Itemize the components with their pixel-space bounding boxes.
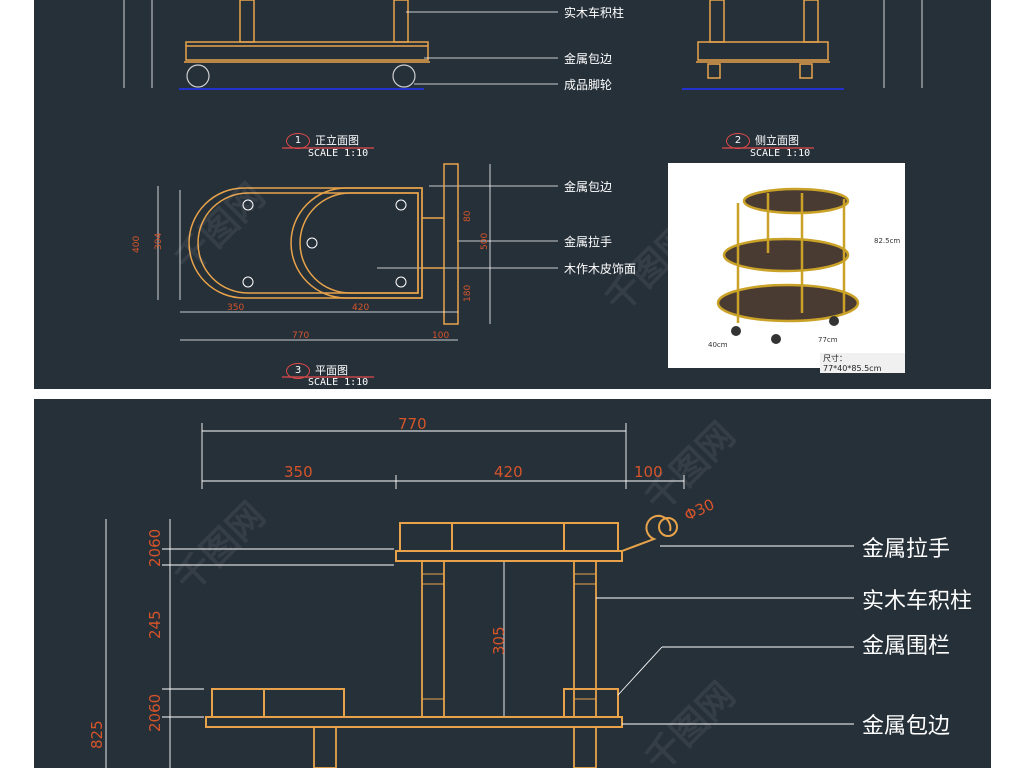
dim-seg-420: 420 bbox=[494, 463, 523, 481]
dim-plan-420: 420 bbox=[352, 303, 370, 313]
dim-plan-500: 500 bbox=[480, 232, 490, 250]
top-drawing-panel: 实木车积柱 金属包边 成品脚轮 金属包边 金属拉手 木作木皮饰面 1 正立面图 … bbox=[34, 0, 991, 389]
callout-wood-veneer: 木作木皮饰面 bbox=[564, 262, 637, 276]
product-photo-illustration bbox=[716, 187, 860, 344]
photo-size-caption: 尺寸：77*40*85.5cm bbox=[820, 353, 905, 373]
dim-total-770: 770 bbox=[398, 415, 427, 433]
dim-post-305: 305 bbox=[490, 626, 508, 655]
product-photo: 82.5cm 77cm 40cm 尺寸：77*40*85.5cm bbox=[668, 163, 905, 373]
dim-height-2060-top: 2060 bbox=[146, 528, 164, 567]
handle-knob bbox=[658, 517, 678, 537]
view-scale-plan: SCALE 1:10 bbox=[308, 377, 369, 388]
view-title-side: 侧立面图 bbox=[755, 134, 799, 147]
dim-plan-80: 80 bbox=[463, 210, 473, 222]
dim-plan-350: 350 bbox=[227, 303, 245, 313]
view-title-plan: 平面图 bbox=[315, 364, 348, 377]
dim-height-245: 245 bbox=[146, 610, 164, 639]
view-title-front: 正立面图 bbox=[315, 134, 359, 147]
view-number-front: 1 bbox=[286, 133, 310, 149]
callout-metal-railing: 金属围栏 bbox=[862, 634, 951, 659]
dim-plan-400: 400 bbox=[132, 235, 142, 253]
callout-wood-post: 实木车积柱 bbox=[862, 589, 973, 614]
side-elevation-drawing bbox=[696, 0, 830, 79]
view-number-side: 2 bbox=[726, 133, 750, 149]
dim-seg-350: 350 bbox=[284, 463, 313, 481]
dim-seg-100: 100 bbox=[634, 463, 663, 481]
view-scale-side: SCALE 1:10 bbox=[750, 148, 811, 159]
callout-metal-handle: 金属拉手 bbox=[862, 537, 951, 562]
bottom-drawing-panel: 770 350 420 100 Φ30 2060 245 2060 305 82… bbox=[34, 399, 991, 768]
dim-overall-825: 825 bbox=[88, 720, 106, 749]
caster-wheels bbox=[186, 64, 416, 88]
callout-metal-edge-plan: 金属包边 bbox=[564, 180, 613, 194]
view-scale-front: SCALE 1:10 bbox=[308, 148, 369, 159]
photo-width-label: 40cm bbox=[708, 341, 728, 349]
bottom-drawing-lines bbox=[105, 423, 854, 768]
dim-plan-100: 100 bbox=[432, 331, 450, 341]
dim-plan-180: 180 bbox=[463, 284, 473, 302]
callout-wood-post: 实木车积柱 bbox=[564, 6, 625, 20]
callout-metal-edge: 金属包边 bbox=[862, 714, 951, 739]
front-elevation-drawing bbox=[184, 0, 430, 63]
dim-height-2060-bottom: 2060 bbox=[146, 693, 164, 732]
turned-posts-drawing bbox=[313, 560, 597, 768]
view-number-plan: 3 bbox=[286, 363, 310, 379]
callout-metal-handle: 金属拉手 bbox=[564, 235, 613, 249]
callout-caster: 成品脚轮 bbox=[564, 78, 613, 92]
lower-tray-drawing bbox=[205, 688, 623, 728]
photo-height-label: 82.5cm bbox=[874, 237, 901, 245]
dim-plan-770: 770 bbox=[292, 331, 310, 341]
photo-length-label: 77cm bbox=[818, 336, 838, 344]
top-drawing-lines bbox=[123, 0, 923, 378]
upper-tray-drawing bbox=[395, 514, 672, 562]
callout-metal-edge: 金属包边 bbox=[564, 52, 613, 66]
plan-view-drawing bbox=[188, 163, 459, 325]
